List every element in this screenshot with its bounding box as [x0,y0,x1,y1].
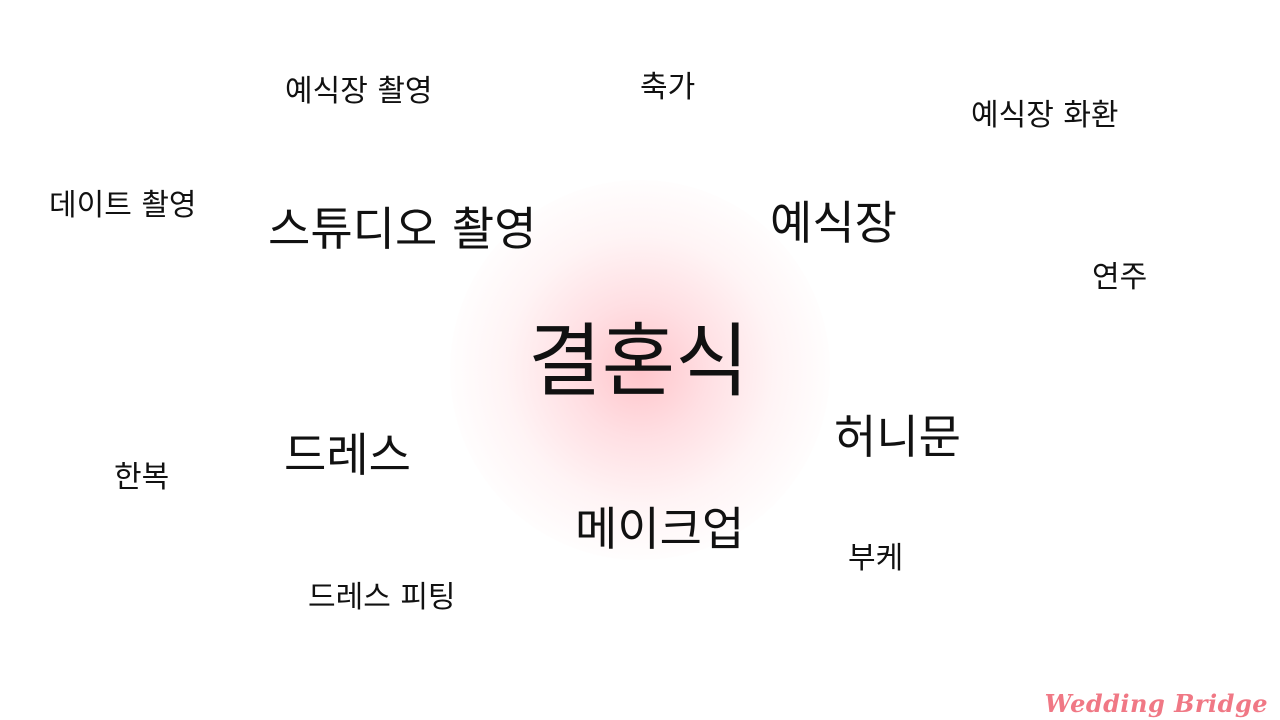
brand-logo: Wedding Bridge [1044,689,1268,718]
keyword-studio-photo: 스튜디오 촬영 [268,202,537,256]
keyword-date-photo: 데이트 촬영 [49,188,197,223]
keyword-song: 축가 [640,70,696,105]
center-glow [450,180,830,560]
center-keyword: 결혼식 [528,315,749,408]
keyword-bouquet: 부케 [848,541,904,576]
keyword-venue-photo: 예식장 촬영 [285,74,433,109]
keyword-dress-fitting: 드레스 피팅 [308,580,456,615]
keyword-makeup: 메이크업 [575,502,745,556]
keyword-venue: 예식장 [770,196,897,250]
keyword-dress: 드레스 [284,428,411,482]
keyword-venue-flower: 예식장 화환 [971,98,1119,133]
keyword-honeymoon: 허니문 [834,410,961,464]
keyword-performance: 연주 [1092,260,1148,295]
keyword-hanbok: 한복 [114,460,170,495]
